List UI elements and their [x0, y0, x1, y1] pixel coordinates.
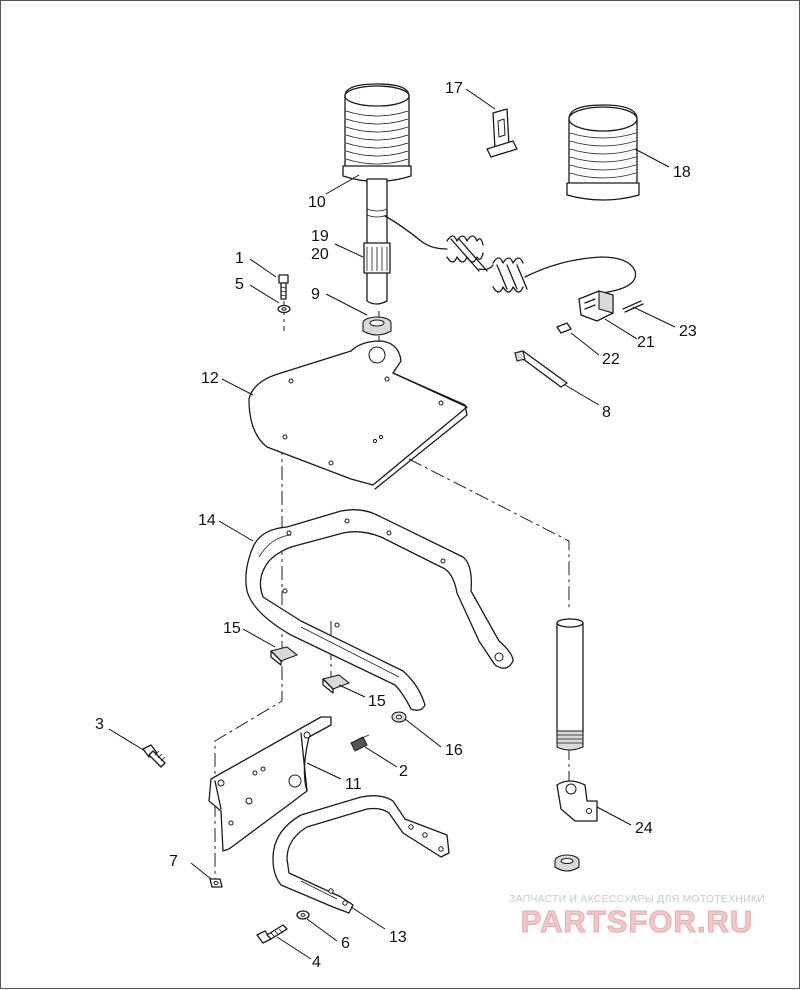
mounting-clip	[486, 108, 518, 158]
callout-13: 13	[389, 929, 407, 946]
callout-9: 9	[311, 286, 320, 303]
callout-3: 3	[95, 716, 104, 733]
callout-1: 1	[235, 250, 244, 267]
callout-numbers: 1 2 3 4 5 6 7 8 9 10 11 12 13 14 15 15 1…	[95, 80, 697, 971]
callout-23: 23	[679, 323, 697, 340]
watermark-logo: PARTSFOR.RU	[520, 904, 754, 939]
upper-support-rail	[245, 509, 514, 711]
electrical-connector-parts	[556, 290, 644, 334]
callout-5: 5	[235, 276, 244, 293]
mast-mount-assembly	[554, 618, 598, 872]
watermark: ЗАПЧАСТИ И АКСЕССУАРЫ ДЛЯ МОТОТЕХНИКИ PA…	[487, 893, 787, 939]
callout-24: 24	[635, 820, 653, 837]
callout-14: 14	[198, 512, 216, 529]
watermark-tagline: ЗАПЧАСТИ И АКСЕССУАРЫ ДЛЯ МОТОТЕХНИКИ	[509, 893, 765, 905]
callout-10: 10	[308, 194, 326, 211]
nut-and-screw	[350, 711, 407, 752]
bracket-plate	[208, 716, 332, 852]
spacer-blocks	[269, 646, 351, 694]
replacement-lens	[566, 104, 640, 201]
top-hardware	[277, 274, 392, 336]
beacon-lamp-assembly	[342, 83, 637, 305]
callout-15a: 15	[223, 620, 241, 637]
callout-leaders	[108, 88, 676, 960]
callout-8: 8	[602, 404, 611, 421]
hex-bolt	[142, 744, 166, 768]
callout-18: 18	[673, 164, 691, 181]
cable-tie	[514, 350, 568, 388]
callout-16: 16	[445, 742, 463, 759]
callout-21: 21	[637, 334, 655, 351]
callout-22: 22	[602, 351, 620, 368]
callout-6: 6	[341, 935, 350, 952]
callout-19: 19	[311, 228, 329, 245]
callout-12: 12	[201, 370, 219, 387]
callout-4: 4	[312, 954, 321, 971]
callout-15b: 15	[368, 693, 386, 710]
callout-2: 2	[399, 763, 408, 780]
callout-7: 7	[169, 853, 178, 870]
callout-17: 17	[445, 80, 463, 97]
mounting-plate	[248, 340, 468, 490]
lower-support-rail	[272, 795, 450, 914]
callout-11: 11	[345, 776, 362, 793]
callout-20: 20	[311, 246, 329, 263]
lower-hardware	[209, 878, 310, 944]
